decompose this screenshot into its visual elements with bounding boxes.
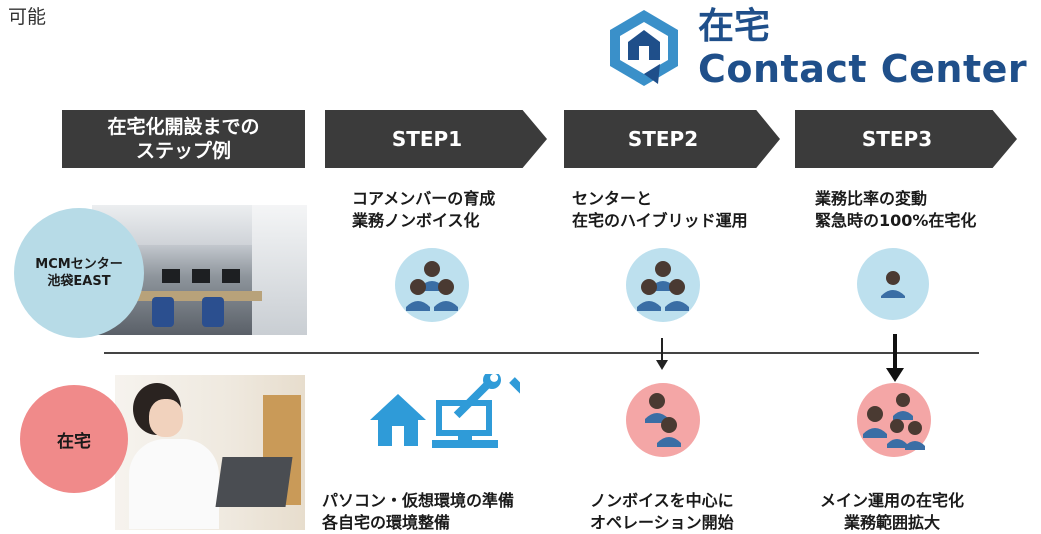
center-step2-desc: センターと 在宅のハイブリッド運用 <box>572 188 748 232</box>
steps-intro-box: 在宅化開設までの ステップ例 <box>62 110 305 168</box>
logo-japanese-text: 在宅 <box>698 6 771 47</box>
center-step3-operator-icon <box>857 248 929 320</box>
home-step2-operators-icon <box>626 383 700 457</box>
steps-intro-line-2: ステップ例 <box>135 140 231 162</box>
home-step3-line-1: メイン運用の在宅化 <box>820 491 965 510</box>
house-chat-logo-icon <box>610 10 678 86</box>
step1-arrow: STEP1 <box>325 110 547 168</box>
logo: 在宅 Contact Center <box>608 6 1028 92</box>
step1-label: STEP1 <box>391 127 463 151</box>
center-label-circle: MCMセンター 池袋EAST <box>14 208 144 338</box>
office-photo <box>92 205 307 335</box>
steps-intro-line-1: 在宅化開設までの <box>107 116 260 138</box>
home-step1-line-2: 各自宅の環境整備 <box>322 513 451 532</box>
center-step2-line-2: 在宅のハイブリッド運用 <box>572 211 748 230</box>
center-step1-desc: コアメンバーの育成 業務ノンボイス化 <box>352 188 495 232</box>
page-text-fragment: 可能 <box>8 6 47 28</box>
home-step2-line-1: ノンボイスを中心に <box>590 491 734 510</box>
center-label-line-2: 池袋EAST <box>47 274 111 289</box>
home-step2-desc: ノンボイスを中心に オペレーション開始 <box>590 490 734 534</box>
center-step3-line-1: 業務比率の変動 <box>815 189 928 208</box>
step2-label: STEP2 <box>627 127 699 151</box>
center-step3-line-2: 緊急時の100%在宅化 <box>815 211 977 230</box>
center-step2-line-1: センターと <box>572 189 653 208</box>
home-label-circle: 在宅 <box>20 385 128 493</box>
computer-tools-icon <box>432 374 520 448</box>
home-step3-desc: メイン運用の在宅化 業務範囲拡大 <box>820 490 964 534</box>
house-icon <box>370 394 426 446</box>
step3-label: STEP3 <box>861 127 933 151</box>
center-step3-desc: 業務比率の変動 緊急時の100%在宅化 <box>815 188 976 232</box>
center-step1-line-1: コアメンバーの育成 <box>352 189 496 208</box>
home-step3-operators-icon <box>857 383 931 457</box>
home-label: 在宅 <box>57 431 91 452</box>
home-worker-photo <box>115 375 305 530</box>
step2-arrow: STEP2 <box>564 110 780 168</box>
home-step1-line-1: パソコン・仮想環境の準備 <box>322 491 515 510</box>
center-step1-line-2: 業務ノンボイス化 <box>352 211 480 230</box>
step3-arrow: STEP3 <box>795 110 1017 168</box>
center-label-line-1: MCMセンター <box>35 257 123 272</box>
home-step1-desc: パソコン・仮想環境の準備 各自宅の環境整備 <box>322 490 514 534</box>
center-step1-operators-icon <box>395 248 469 322</box>
home-step2-line-2: オペレーション開始 <box>590 513 734 532</box>
home-step3-line-2: 業務範囲拡大 <box>844 513 941 532</box>
step3-down-arrow-icon <box>886 334 904 382</box>
step2-down-arrow-icon <box>656 338 668 370</box>
row-divider <box>104 352 979 354</box>
center-step2-operators-icon <box>626 248 700 322</box>
logo-english-text: Contact Center <box>698 47 1028 91</box>
